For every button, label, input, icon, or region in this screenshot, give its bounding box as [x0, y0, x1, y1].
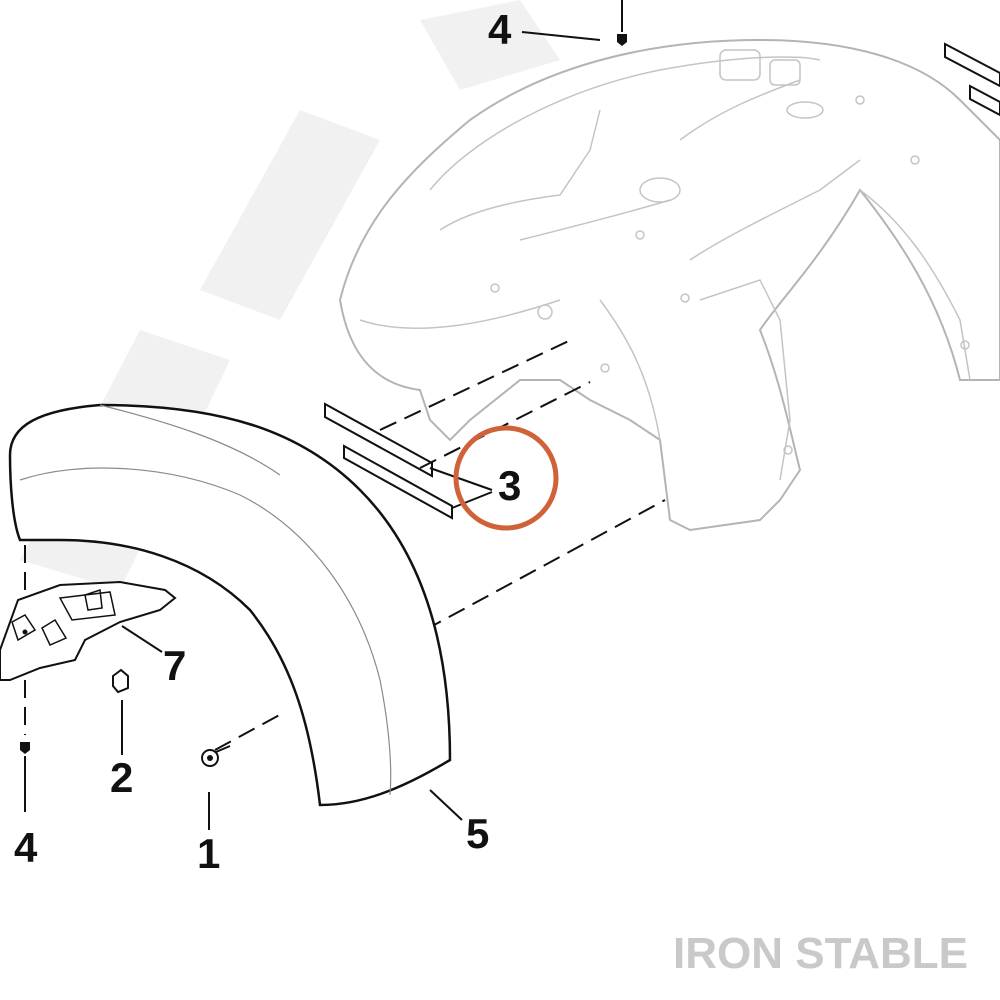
screw-bottom [20, 742, 30, 812]
callout-labels: 4 3 7 2 1 5 4 [14, 6, 521, 877]
screw [201, 745, 231, 767]
rear-fender [8, 403, 452, 807]
leader-lines [121, 31, 601, 830]
callout-1: 1 [197, 830, 220, 877]
screw-top [617, 0, 627, 46]
brand-logo-text: IRON STABLE [673, 929, 968, 978]
callout-7: 7 [163, 642, 186, 689]
highlight-ring-callout-3 [453, 425, 559, 531]
callout-3: 3 [498, 462, 521, 509]
callout-4-top: 4 [488, 6, 512, 53]
tail-light-assembly [0, 580, 177, 681]
reflector-tape-strips [324, 42, 1000, 520]
callout-2: 2 [110, 754, 133, 801]
clip-nut [112, 668, 129, 694]
callout-5: 5 [466, 810, 489, 857]
callout-4-bottom: 4 [14, 824, 38, 871]
rear-frame-assembly [338, 38, 1000, 532]
